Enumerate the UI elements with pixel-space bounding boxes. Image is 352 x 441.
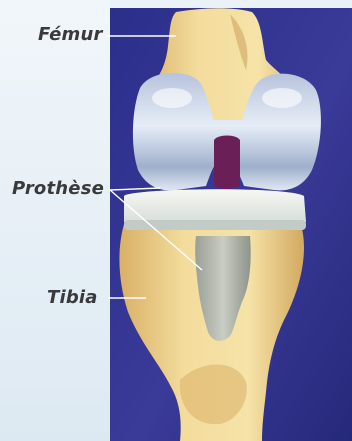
- intercondylar-gap: [214, 136, 240, 190]
- tibia-label: Tibia: [47, 289, 98, 307]
- right-condyle-highlight: [262, 88, 302, 108]
- femur-label: Fémur: [38, 26, 103, 44]
- left-condyle-highlight: [152, 88, 192, 108]
- prothese-label: Prothèse: [12, 180, 104, 198]
